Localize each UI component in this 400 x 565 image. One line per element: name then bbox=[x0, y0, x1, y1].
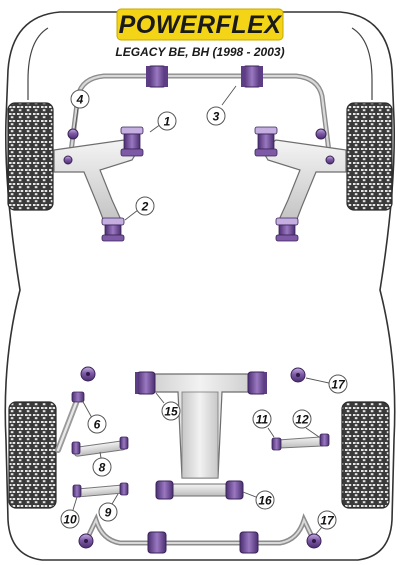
callout-5: 5 bbox=[0, 0, 7, 3]
bush-4-right bbox=[315, 128, 327, 140]
callout-8-label: 8 bbox=[99, 461, 106, 475]
bush-outer-left bbox=[63, 155, 73, 165]
bush-16-right bbox=[225, 480, 244, 500]
bush-8-right bbox=[119, 436, 129, 450]
rear-lateral-link-11-12 bbox=[277, 436, 327, 449]
bush-16-left bbox=[155, 480, 174, 500]
callout-6: 6 bbox=[81, 399, 107, 434]
bush-10 bbox=[72, 484, 82, 498]
bush-15-right bbox=[247, 371, 267, 395]
callout-9: 9 bbox=[98, 493, 119, 522]
callout-15: 15 bbox=[155, 392, 181, 421]
crossmember-web bbox=[181, 391, 219, 479]
bush-12 bbox=[319, 433, 330, 447]
bush-6 bbox=[71, 391, 85, 403]
callout-16-label: 16 bbox=[258, 494, 272, 508]
callout-10: 10 bbox=[60, 496, 80, 529]
bush-3-right bbox=[241, 65, 263, 88]
callout-15-label: 15 bbox=[164, 405, 178, 419]
callout-10-label: 10 bbox=[63, 513, 77, 527]
bush-17-top-hole bbox=[296, 373, 300, 377]
front-left-tyre bbox=[7, 102, 54, 211]
rear-right-tyre bbox=[341, 401, 390, 509]
bush-17-bottom-right bbox=[239, 531, 259, 554]
bush-2-left bbox=[101, 217, 125, 242]
callout-9-label: 9 bbox=[105, 506, 112, 520]
bush-1-left bbox=[120, 126, 144, 157]
callout-11: 11 bbox=[252, 409, 275, 438]
callout-12-label: 12 bbox=[295, 413, 309, 427]
bush-1-right bbox=[254, 126, 278, 157]
callout-2: 2 bbox=[124, 196, 155, 221]
callout-4: 4 bbox=[70, 89, 90, 130]
bush-2-right bbox=[275, 217, 299, 242]
car-body-outline bbox=[4, 11, 396, 561]
callout-6-label: 6 bbox=[94, 418, 101, 432]
callout-12: 12 bbox=[292, 409, 320, 438]
callout-3: 3 bbox=[206, 85, 237, 126]
bush-3-left bbox=[146, 65, 168, 88]
bush-11 bbox=[271, 437, 282, 451]
callout-17-bottom-label: 17 bbox=[320, 514, 335, 528]
bush-rear-arb-end-right-hole bbox=[312, 539, 316, 543]
bush-rear-top-left-hole bbox=[86, 372, 90, 376]
callout-2-label: 2 bbox=[141, 200, 149, 214]
callout-17-bottom: 17 bbox=[315, 510, 337, 535]
front-right-tyre bbox=[346, 102, 393, 211]
powerflex-logo: POWERFLEX bbox=[116, 8, 284, 41]
bush-17-bottom-left bbox=[147, 531, 167, 554]
model-title: LEGACY BE, BH (1998 - 2003) bbox=[115, 45, 284, 59]
bush-rear-arb-end-left-hole bbox=[84, 539, 88, 543]
rear-left-tyre bbox=[8, 401, 57, 509]
rear-anti-roll-bar bbox=[83, 513, 317, 546]
callout-11-label: 11 bbox=[256, 413, 269, 427]
callout-16: 16 bbox=[242, 490, 275, 510]
rear-link-9-10 bbox=[75, 484, 127, 498]
front-anti-roll-bar-highlight bbox=[68, 74, 332, 162]
rear-trailing-link-6-highlight bbox=[56, 396, 80, 452]
bush-outer-right bbox=[325, 155, 335, 165]
callout-17-top-label: 17 bbox=[331, 378, 346, 392]
callout-1-label: 1 bbox=[164, 115, 171, 129]
brand-name: POWERFLEX bbox=[119, 11, 283, 39]
front-right-lower-arm bbox=[261, 139, 347, 233]
rear-anti-roll-bar-highlight bbox=[85, 517, 315, 544]
inner-body-line bbox=[27, 27, 373, 100]
callout-3-label: 3 bbox=[213, 110, 220, 124]
callout-1: 1 bbox=[149, 111, 177, 133]
bush-15-left bbox=[135, 371, 156, 395]
callout-8: 8 bbox=[92, 451, 112, 477]
bush-8-left bbox=[71, 441, 81, 455]
bush-9 bbox=[119, 482, 129, 496]
bush-4-left bbox=[67, 128, 79, 140]
callout-4-label: 4 bbox=[76, 93, 84, 107]
callout-17-top: 17 bbox=[305, 374, 348, 394]
